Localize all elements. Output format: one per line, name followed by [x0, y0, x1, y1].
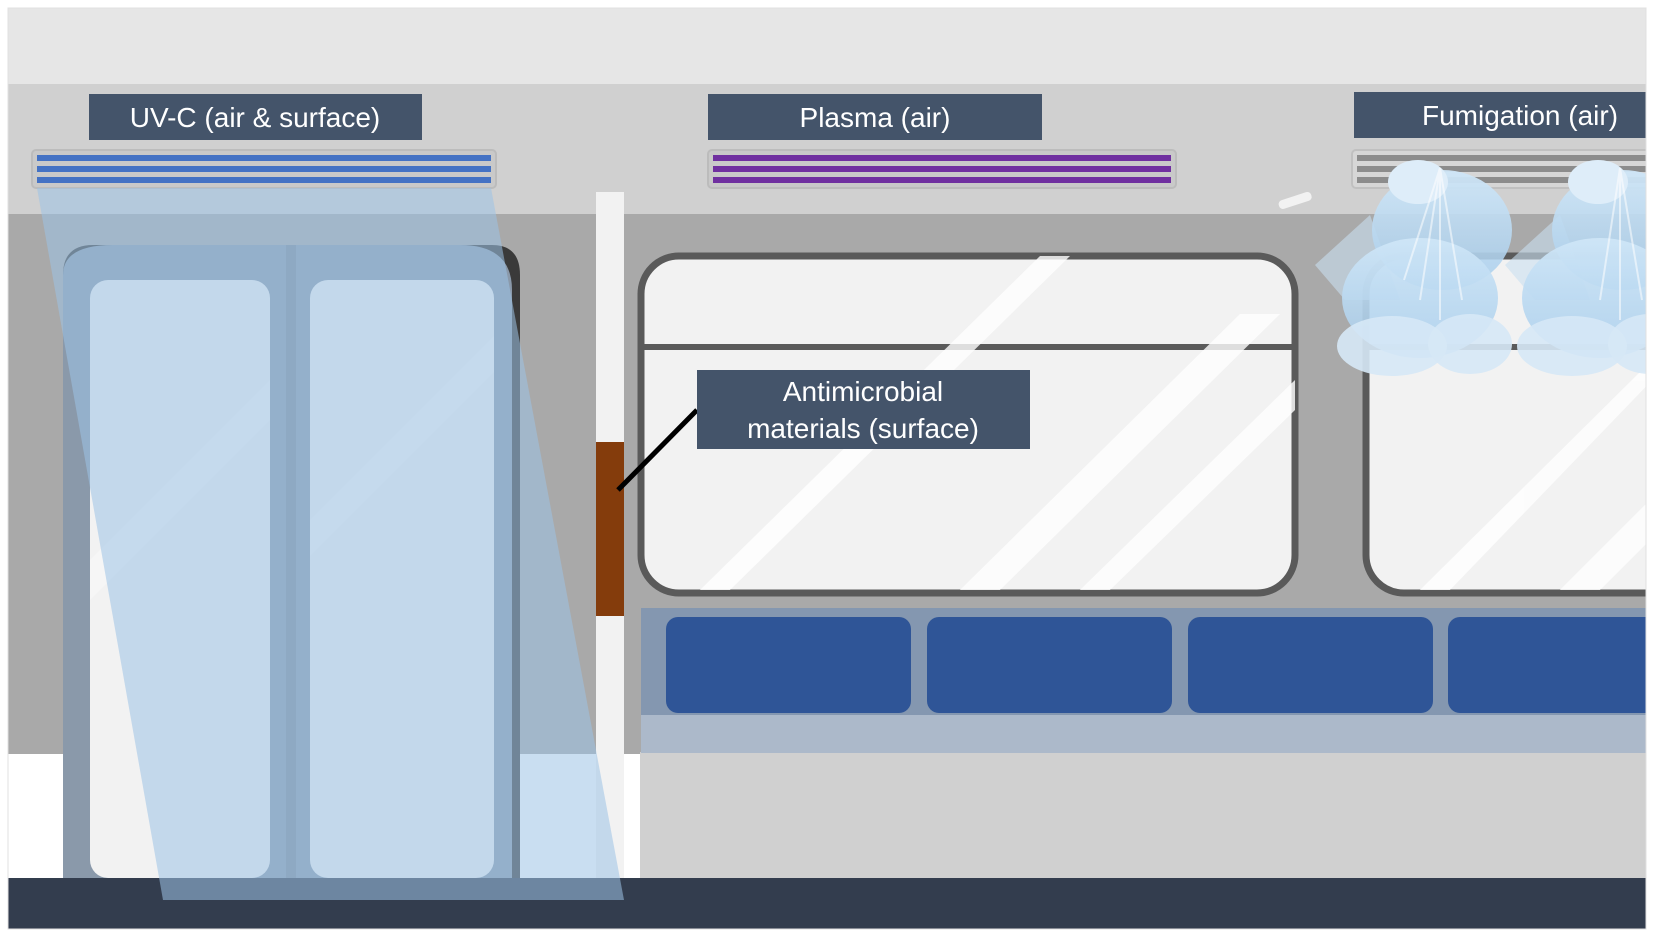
fumigation-label: Fumigation (air)	[1354, 92, 1646, 138]
seat-2	[927, 617, 1172, 713]
plasma-lamp	[707, 149, 1177, 189]
seat-3	[1188, 617, 1433, 713]
uvc-label: UV-C (air & surface)	[89, 94, 422, 140]
lower-wall	[640, 752, 1646, 878]
vent-glare	[1278, 191, 1312, 209]
plasma-label: Plasma (air)	[708, 94, 1042, 140]
plasma-label-text: Plasma (air)	[800, 102, 951, 133]
fumigation-label-text: Fumigation (air)	[1422, 100, 1618, 131]
seat-4	[1448, 617, 1646, 713]
mist-cloud-icon	[1505, 160, 1646, 376]
uvc-label-text: UV-C (air & surface)	[130, 102, 381, 133]
ceiling	[8, 8, 1646, 84]
antimicrobial-label: Antimicrobial materials (surface)	[697, 370, 1030, 449]
image-frame	[7, 7, 1647, 930]
seat-1	[666, 617, 911, 713]
antimicrobial-strip	[596, 442, 624, 616]
uvc-light-beam	[37, 188, 624, 900]
antimicrobial-label-line2: materials (surface)	[747, 413, 979, 444]
uvc-lamp	[31, 149, 497, 189]
mist-cloud-icon	[1315, 160, 1512, 376]
antimicrobial-label-line1: Antimicrobial	[783, 376, 943, 407]
antimicrobial-leader-line	[616, 408, 699, 492]
